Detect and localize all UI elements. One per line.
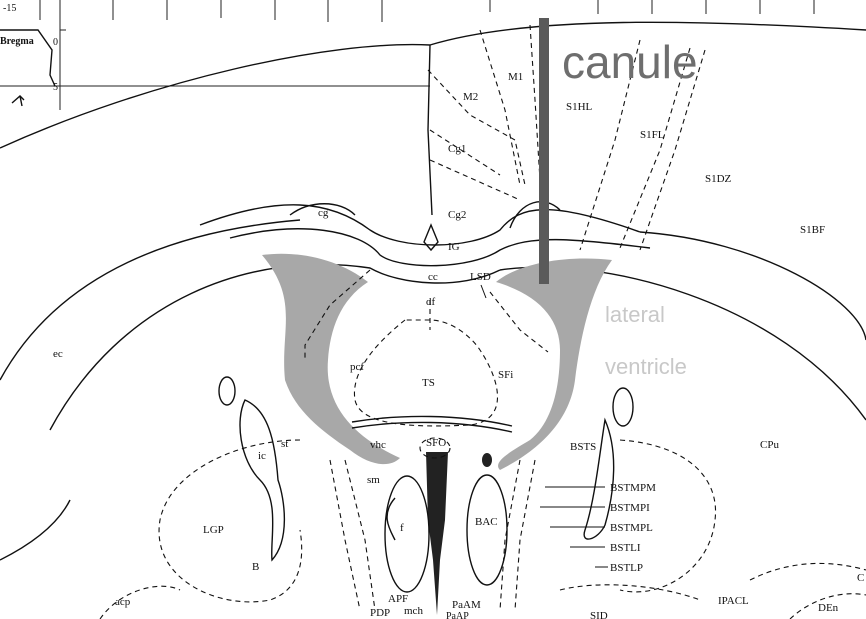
region-bstmpm: BSTMPM	[610, 482, 656, 494]
region-c: C	[857, 572, 864, 584]
cannula-label: canule	[562, 36, 698, 88]
region-mch: mch	[404, 605, 423, 617]
region-bsts: BSTS	[570, 441, 596, 453]
region-pdp: PDP	[370, 607, 390, 619]
scale-zero: 0	[53, 37, 58, 48]
region-paap: PaAP	[446, 611, 469, 619]
region-bstmpl: BSTMPL	[610, 522, 653, 534]
region-vhc: vhc	[370, 439, 386, 451]
ig-marker	[424, 225, 438, 250]
region-cc: cc	[428, 271, 438, 283]
lateral-label: lateral	[605, 302, 665, 327]
bregma-label: Bregma	[0, 36, 34, 47]
region-pcf: pcf	[350, 361, 364, 373]
scale-five: 5	[53, 82, 58, 93]
region-sm: sm	[367, 474, 380, 486]
inner-ovals	[219, 377, 633, 592]
right-lateral-ventricle	[496, 258, 612, 470]
region-s1fl: S1FL	[640, 129, 665, 141]
region-bstlp: BSTLP	[610, 562, 643, 574]
region-cpu: CPu	[760, 439, 779, 451]
region-bstmpi: BSTMPI	[610, 502, 650, 514]
orientation-mark	[12, 96, 24, 106]
region-cg1: Cg1	[448, 143, 466, 155]
region-ec: ec	[53, 348, 63, 360]
region-s1hl: S1HL	[566, 101, 593, 113]
ventricle-label: ventricle	[605, 354, 687, 379]
region-cg: cg	[318, 207, 329, 219]
region-bac: BAC	[475, 516, 498, 528]
region-lgp: LGP	[203, 524, 224, 536]
region-den: DEn	[818, 602, 839, 614]
region-cg2: Cg2	[448, 209, 466, 221]
region-ipacl: IPACL	[718, 595, 749, 607]
region-paam: PaAM	[452, 599, 481, 611]
region-df: df	[426, 296, 436, 308]
region-f: f	[400, 522, 404, 534]
region-ic: ic	[258, 450, 266, 462]
region-s1bf: S1BF	[800, 224, 825, 236]
region-ts: TS	[422, 377, 435, 389]
small-dark-spot	[482, 453, 492, 467]
region-m1: M1	[508, 71, 523, 83]
cannula	[539, 18, 549, 284]
scale-top-value: -15	[3, 3, 16, 14]
region-s1dz: S1DZ	[705, 173, 732, 185]
region-apf: APF	[388, 593, 408, 605]
region-sfi: SFi	[498, 369, 513, 381]
region-m2: M2	[463, 91, 478, 103]
left-lateral-ventricle	[262, 254, 400, 464]
corpus-callosum	[200, 205, 640, 245]
region-lsd: LSD	[470, 271, 491, 283]
region-bstli: BSTLI	[610, 542, 641, 554]
region-st: st	[281, 438, 288, 450]
region-b: B	[252, 561, 259, 573]
cortex-outline	[0, 22, 866, 148]
region-sfo: SFO	[426, 437, 446, 449]
region-sid: SID	[590, 610, 608, 619]
region-ig: IG	[448, 241, 460, 253]
region-acp: acp	[115, 596, 131, 608]
